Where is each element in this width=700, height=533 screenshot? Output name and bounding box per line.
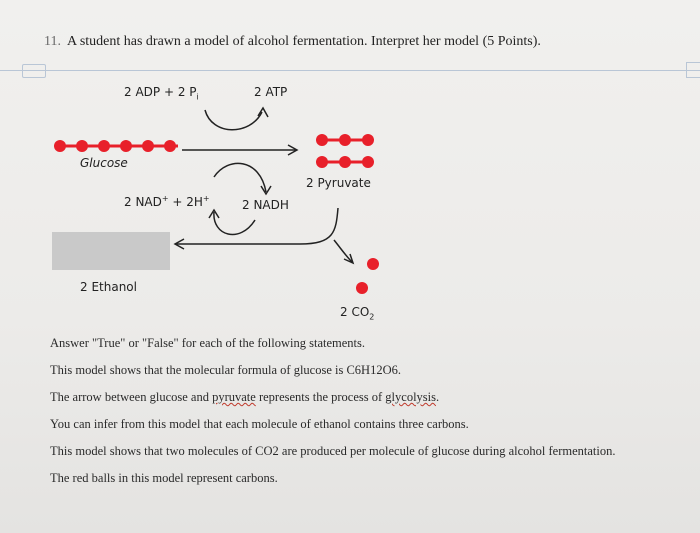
nad-text: 2 NAD xyxy=(124,195,162,209)
h-text: + 2H xyxy=(168,195,203,209)
glucose-molecule xyxy=(54,140,178,152)
carbon-ball xyxy=(316,156,328,168)
carbon-ball xyxy=(316,134,328,146)
statement-2: The arrow between glucose and pyruvate r… xyxy=(50,390,439,405)
redacted-box xyxy=(52,232,170,270)
carbon-ball xyxy=(339,134,351,146)
spellcheck-glycolysis: glycolysis xyxy=(385,390,436,404)
co2-ball xyxy=(356,282,368,294)
co2-text: 2 CO xyxy=(340,305,370,319)
co2-label: 2 CO2 xyxy=(340,305,374,321)
statement-3: You can infer from this model that each … xyxy=(50,417,469,431)
carbon-ball xyxy=(54,140,66,152)
nad-superscript: + xyxy=(161,194,169,203)
page-divider xyxy=(0,70,700,71)
ethanol-label: 2 Ethanol xyxy=(80,280,137,294)
nadh-arrow xyxy=(213,162,272,196)
statement-4: This model shows that two molecules of C… xyxy=(50,444,616,458)
statement-1: This model shows that the molecular form… xyxy=(50,363,401,377)
carbon-ball xyxy=(362,156,374,168)
carbon-ball xyxy=(120,140,132,152)
adp-label: 2 ADP + 2 Pi xyxy=(124,85,199,101)
divider-handle-right xyxy=(686,62,700,78)
nad-label: 2 NAD+ + 2H+ xyxy=(124,194,210,209)
instruction-text: Answer "True" or "False" for each of the… xyxy=(50,336,366,350)
carbon-ball xyxy=(164,140,176,152)
co2-ball xyxy=(367,258,379,270)
adp-text: 2 ADP + 2 P xyxy=(124,85,197,99)
atp-label: 2 ATP xyxy=(254,85,288,99)
atp-arrow xyxy=(204,106,269,131)
h-superscript: + xyxy=(202,194,210,203)
adp-subscript: i xyxy=(196,92,199,102)
co2-arrow xyxy=(333,239,355,265)
carbon-ball xyxy=(76,140,88,152)
carbon-ball xyxy=(362,134,374,146)
nad-regeneration-arrow xyxy=(208,208,256,236)
ethanol-arrow xyxy=(173,207,339,250)
carbon-ball xyxy=(339,156,351,168)
glycolysis-arrow xyxy=(182,144,299,156)
statement-2-part: The arrow between glucose and xyxy=(50,390,213,404)
nadh-label: 2 NADH xyxy=(242,198,289,212)
carbon-ball xyxy=(98,140,110,152)
divider-handle-left xyxy=(22,64,46,78)
glucose-label: Glucose xyxy=(80,156,128,170)
pyruvate-molecules xyxy=(316,134,374,168)
question-heading: 11. A student has drawn a model of alcoho… xyxy=(44,34,541,50)
co2-subscript: 2 xyxy=(369,312,375,322)
question-number: 11. xyxy=(44,34,61,49)
statement-5: The red balls in this model represent ca… xyxy=(50,471,278,485)
statement-2-part: . xyxy=(436,390,440,404)
pyruvate-label: 2 Pyruvate xyxy=(306,176,371,190)
statement-2-part: represents the process of xyxy=(255,390,386,404)
question-text: A student has drawn a model of alcohol f… xyxy=(66,34,541,49)
spellcheck-pyruvate: pyruvate xyxy=(212,390,256,404)
carbon-ball xyxy=(142,140,154,152)
